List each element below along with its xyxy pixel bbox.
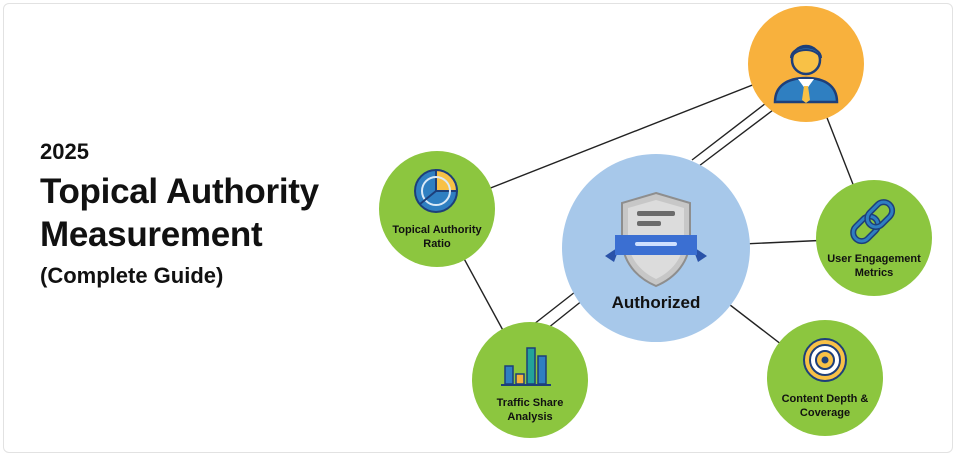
depth-label-line-2: Coverage (800, 407, 850, 419)
engagement-label-line-2: Metrics (855, 267, 894, 279)
ratio-label-line-1: Topical Authority (392, 224, 482, 236)
chain-link-icon (850, 199, 896, 245)
connector-center-person-a (691, 99, 771, 161)
traffic-label-line-2: Analysis (507, 411, 552, 423)
engagement-label-line-1: User Engagement (827, 253, 921, 265)
traffic-label-line-1: Traffic Share (497, 397, 564, 409)
businessman-icon (773, 44, 839, 104)
depth-label-line-1: Content Depth & (782, 393, 869, 405)
node-user-engagement-metrics: User Engagement Metrics (816, 180, 932, 296)
shield-ribbon-icon (605, 191, 707, 288)
title-subtitle: (Complete Guide) (40, 263, 224, 288)
center-node: Authorized (562, 154, 750, 342)
title-year: 2025 (40, 139, 89, 164)
target-icon (803, 338, 847, 382)
node-person (748, 6, 864, 122)
node-content-depth-coverage: Content Depth & Coverage (767, 320, 883, 436)
node-topical-authority-ratio: Topical Authority Ratio (379, 151, 495, 267)
connector-center-person-b (698, 106, 778, 167)
title-block: 2025 Topical Authority Measurement (Comp… (40, 138, 319, 290)
center-label: Authorized (612, 293, 701, 312)
bar-chart-icon (501, 347, 551, 386)
node-traffic-share-analysis: Traffic Share Analysis (472, 322, 588, 438)
connector-ratio-person (436, 63, 807, 210)
pie-chart-icon (414, 168, 459, 213)
ratio-label-line-2: Ratio (423, 238, 451, 250)
title-line-1: Topical Authority (40, 172, 319, 211)
title-line-2: Measurement (40, 215, 263, 254)
engagement-circle (816, 180, 932, 296)
